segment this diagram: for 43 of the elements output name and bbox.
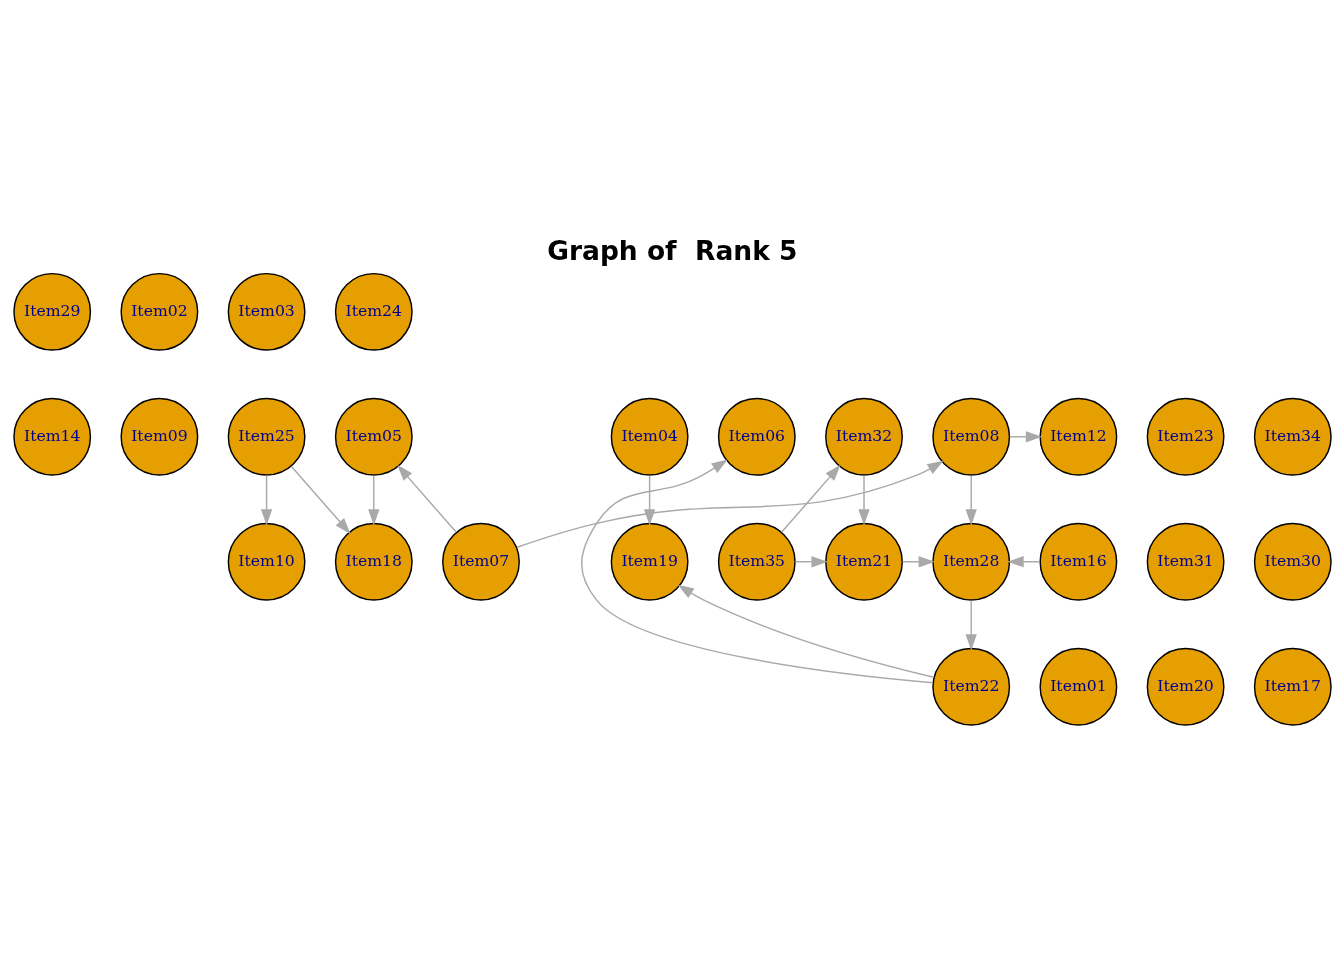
node-circle: Item28 [931, 522, 1010, 601]
node-circle: Item29 [12, 272, 91, 351]
arrow [643, 474, 655, 526]
node-circle: Item05 [334, 397, 413, 476]
arrow [260, 474, 272, 526]
node-circle: Item07 [441, 522, 520, 601]
node-circle: Item31 [1146, 522, 1225, 601]
node-circle: Item02 [119, 272, 198, 351]
node-circle: Item30 [1253, 522, 1332, 601]
node-circle: Item32 [824, 397, 903, 476]
node-circle: Item19 [610, 522, 689, 601]
node-circle: Item03 [227, 272, 306, 351]
diagram-title: Graph of Rank 5 [546, 234, 797, 266]
node-circle: Item35 [717, 522, 796, 601]
node-circle: Item12 [1038, 397, 1117, 476]
node-circle: Item08 [931, 397, 1010, 476]
arrow [290, 465, 350, 534]
arrow [965, 474, 977, 526]
arrow [965, 599, 977, 651]
arrow [780, 464, 841, 533]
node-circle: Item18 [334, 522, 413, 601]
arrow [396, 464, 457, 533]
node-circle: Item01 [1038, 647, 1117, 726]
node-circle: Item25 [227, 397, 306, 476]
arrow [515, 460, 943, 549]
arrow [580, 459, 934, 684]
node-circle: Item17 [1253, 647, 1332, 726]
arrow [367, 474, 379, 526]
node-circle: Item04 [610, 397, 689, 476]
node-circle: Item20 [1146, 647, 1225, 726]
node-circle: Item16 [1038, 522, 1117, 601]
node-circle: Item34 [1253, 397, 1332, 476]
node-circle: Item23 [1146, 397, 1225, 476]
node-circle: Item21 [824, 522, 903, 601]
arrow [857, 474, 870, 526]
node-circle: Item06 [717, 397, 796, 476]
arrow [677, 584, 934, 678]
node-circle: Item09 [119, 397, 198, 476]
arrow [1008, 431, 1042, 443]
node-circle: Item22 [931, 647, 1010, 726]
node-circle: Item14 [12, 397, 91, 476]
node-circle: Item10 [227, 522, 306, 601]
node-circle: Item24 [334, 272, 413, 351]
